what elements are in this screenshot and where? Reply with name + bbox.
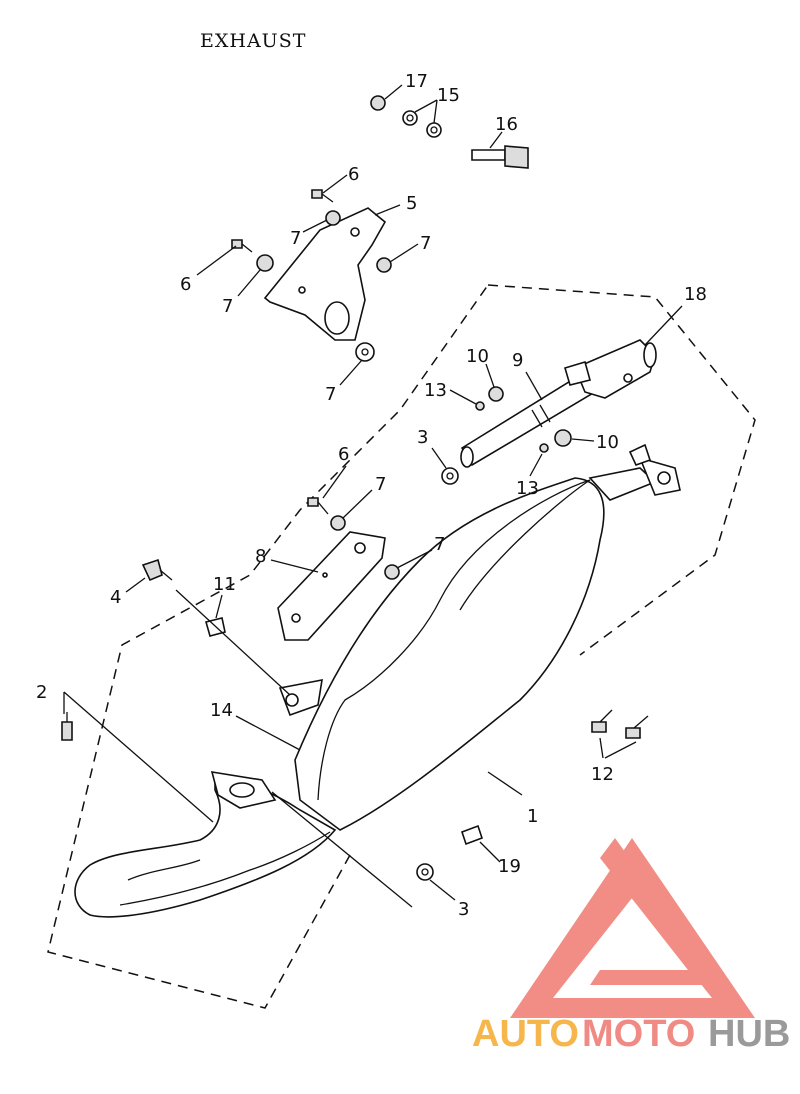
callout-10: 10 [466, 346, 489, 367]
bracket-lower [277, 531, 386, 641]
watermark-logo [510, 838, 755, 1018]
tailpipe-assembly [460, 339, 657, 468]
leader-lines [63, 84, 683, 908]
watermark-auto: AUTO [472, 1013, 579, 1055]
callout-7: 7 [325, 384, 336, 405]
diagram-title: EXHAUST [200, 30, 306, 52]
callout-7: 7 [222, 296, 233, 317]
callout-2: 2 [36, 682, 47, 703]
callout-15: 15 [437, 85, 460, 106]
callout-1: 1 [527, 806, 538, 827]
callout-4: 4 [110, 587, 121, 608]
callout-6: 6 [348, 164, 359, 185]
callout-9: 9 [512, 350, 523, 371]
callout-7: 7 [290, 228, 301, 249]
hardware [61, 95, 649, 881]
callout-7: 7 [420, 233, 431, 254]
callout-16: 16 [495, 114, 518, 135]
assembly-boundary [47, 284, 756, 1009]
callout-6: 6 [180, 274, 191, 295]
callout-8: 8 [255, 546, 266, 567]
callout-7: 7 [375, 474, 386, 495]
muffler-assembly [74, 443, 681, 918]
callout-19: 19 [498, 856, 521, 877]
watermark-hub: HUB [708, 1013, 790, 1055]
callout-13: 13 [424, 380, 447, 401]
callout-11: 11 [213, 574, 236, 595]
watermark-text: AUTO MOTO HUB [472, 1013, 790, 1055]
callout-18: 18 [684, 284, 707, 305]
callout-3: 3 [458, 899, 469, 920]
callout-5: 5 [406, 193, 417, 214]
callout-14: 14 [210, 700, 233, 721]
callout-13: 13 [516, 478, 539, 499]
callout-6: 6 [338, 444, 349, 465]
callout-10: 10 [596, 432, 619, 453]
callout-17: 17 [405, 71, 428, 92]
watermark-moto: MOTO [582, 1013, 695, 1055]
callout-labels: 17 15 16 6 5 7 7 6 7 7 18 10 9 13 3 10 1… [36, 71, 707, 920]
callout-7: 7 [434, 534, 445, 555]
callout-3: 3 [417, 427, 428, 448]
callout-12: 12 [591, 764, 614, 785]
bracket-upper [263, 207, 387, 341]
